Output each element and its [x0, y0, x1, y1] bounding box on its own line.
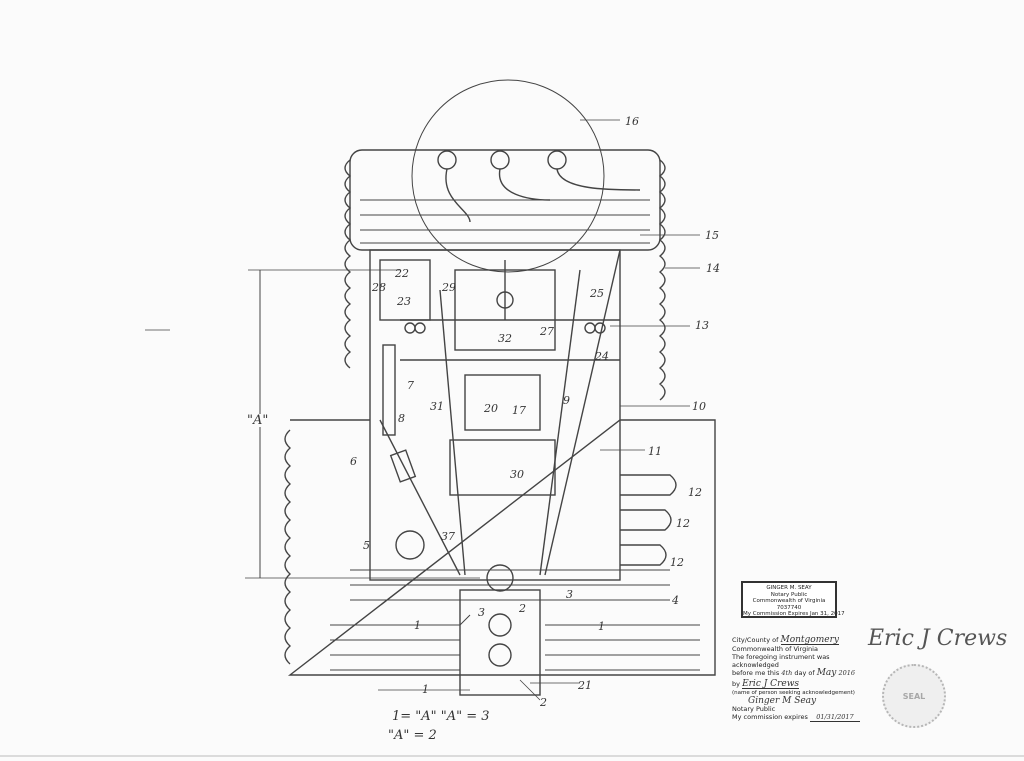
ratio-line-1: 1= "A" "A" = 3	[392, 709, 490, 724]
label-2a: 2	[519, 602, 526, 615]
ack-by: by	[732, 680, 740, 688]
label-11: 11	[648, 445, 662, 458]
part-7	[382, 344, 396, 436]
label-31: 31	[430, 400, 444, 413]
ratio-line-2: "A" = 2	[388, 728, 437, 743]
label-3b: 3	[566, 588, 573, 601]
commission-date: 01/31/2017	[809, 713, 860, 722]
ball-5	[395, 530, 425, 560]
ack-line-1: The foregoing instrument was acknowledge…	[732, 653, 830, 669]
main-chamber	[369, 249, 621, 581]
ack-month: May	[816, 668, 837, 678]
seal-text: SEAL	[902, 692, 926, 701]
label-2b: 2	[540, 696, 547, 709]
commonwealth: Commonwealth of Virginia	[732, 645, 818, 653]
label-6: 6	[350, 455, 357, 468]
label-21: 21	[578, 679, 592, 692]
inventor-signature: Eric J Crews	[868, 626, 1008, 651]
label-7: 7	[407, 379, 414, 392]
label-25: 25	[590, 287, 604, 300]
label-17: 17	[512, 404, 526, 417]
notary-seal: SEAL	[882, 664, 946, 728]
stamp-state: Commonwealth of Virginia	[752, 598, 826, 604]
stamp-name: GINGER M. SEAY	[766, 585, 812, 591]
label-23: 23	[397, 295, 411, 308]
label-9: 9	[563, 394, 570, 407]
ack-day-of: day of	[794, 669, 815, 677]
label-12c: 12	[670, 556, 684, 569]
commission-label: My commission expires	[732, 713, 808, 721]
part-6	[389, 449, 417, 483]
label-14: 14	[706, 262, 720, 275]
label-3a: 3	[478, 606, 485, 619]
top-coil-1	[437, 150, 457, 170]
top-coil-3	[547, 150, 567, 170]
notary-acknowledgement: City/County of Montgomery Commonwealth o…	[732, 636, 862, 722]
right-scallops	[658, 159, 666, 401]
label-1b: 1	[598, 620, 605, 633]
label-24: 24	[595, 350, 609, 363]
notary-label: Notary Public	[732, 705, 776, 713]
label-8: 8	[398, 412, 405, 425]
label-15: 15	[705, 229, 719, 242]
notary-signature: Ginger M Seay	[748, 696, 817, 706]
label-13: 13	[695, 319, 709, 332]
dimension-A-label: "A"	[247, 413, 269, 428]
inner-middle-box	[464, 374, 541, 431]
lower-body	[287, 419, 716, 676]
stamp-expires: My Commission Expires Jan 31, 2017	[743, 611, 845, 617]
ack-year: 2016	[838, 669, 856, 677]
ack-person-caption: (name of person seeking acknowledgement)	[732, 690, 855, 696]
label-37: 37	[441, 530, 455, 543]
county-value: Montgomery	[780, 635, 839, 645]
label-30: 30	[510, 468, 524, 481]
label-27: 27	[540, 325, 554, 338]
label-1a: 1	[414, 619, 421, 632]
lower-left-scallops	[284, 429, 292, 665]
label-20: 20	[484, 402, 498, 415]
label-12b: 12	[676, 517, 690, 530]
left-scallops	[344, 159, 352, 369]
top-coil-2	[490, 150, 510, 170]
stamp-reg-no: 7037740	[776, 604, 802, 611]
label-28: 28	[372, 281, 386, 294]
county-prefix: City/County of	[732, 636, 779, 644]
label-5: 5	[363, 539, 370, 552]
label-12a: 12	[688, 486, 702, 499]
bottom-coil-2	[488, 643, 512, 667]
right-diagonal	[544, 249, 621, 576]
label-1c: 1	[422, 683, 429, 696]
label-4: 4	[672, 594, 679, 607]
left-diagonal	[379, 419, 461, 576]
label-10: 10	[692, 400, 706, 413]
label-22: 22	[395, 267, 409, 280]
notary-stamp: GINGER M. SEAY Notary Public Commonwealt…	[741, 581, 845, 618]
label-16: 16	[625, 115, 639, 128]
stamp-title: Notary Public	[770, 591, 808, 598]
coil-box	[449, 439, 556, 496]
ack-line-2-prefix: before me this	[732, 669, 780, 677]
outer-circle	[411, 79, 605, 273]
label-29: 29	[442, 281, 456, 294]
ack-person: Eric J Crews	[742, 679, 800, 689]
bottom-coil-1	[488, 613, 512, 637]
ack-day: 4th	[781, 669, 793, 677]
label-32: 32	[498, 332, 512, 345]
